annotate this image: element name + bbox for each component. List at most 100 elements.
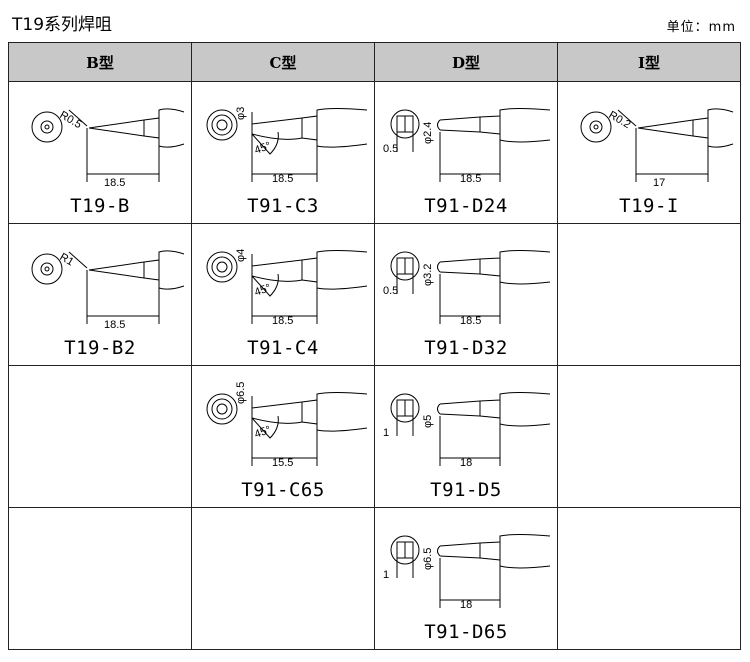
length-label: 18.5 (272, 315, 293, 327)
end-view-circle (589, 120, 603, 134)
tip-drawing: 0.5 18.5 φ2.4 (383, 108, 551, 185)
tip-drawing: 0.518.5φ3.2 (383, 250, 551, 327)
tip-model-name: T19-B2 (64, 337, 136, 359)
angle-label: 45° (253, 282, 273, 299)
tip-drawing: 18.5 R1 (31, 250, 185, 331)
end-view-circle (40, 120, 54, 134)
angle-label: 45° (253, 140, 273, 157)
tip-side-view (88, 250, 185, 290)
column-header-b: B型 (8, 42, 192, 82)
length-label: 18.5 (460, 173, 481, 185)
table-cell (557, 223, 741, 366)
end-view-inner-circle (216, 403, 228, 415)
diameter-label: φ4 (235, 249, 247, 262)
end-view-circle (206, 393, 238, 425)
tip-side-view (439, 108, 551, 143)
end-view-circle (31, 111, 63, 143)
tip-side-view (251, 250, 368, 290)
diameter-label: φ6.5 (235, 382, 247, 404)
end-view-circle (390, 109, 420, 139)
header-row: B型 C型 D型 I型 (8, 42, 741, 82)
tip-side-view (88, 108, 185, 148)
end-view-dot (44, 124, 50, 130)
tip-drawing: 18.5 φ4 45° (206, 249, 368, 327)
tip-side-view (439, 250, 551, 285)
table-cell (191, 507, 375, 650)
tip-model-name: T91-D32 (424, 337, 508, 359)
tip-model-name: T91-C65 (241, 479, 325, 501)
end-view-circle (580, 111, 612, 143)
length-label: 18 (460, 457, 472, 469)
end-view-circle (390, 251, 420, 281)
tip-card: 15.5 φ6.5 45° T91-C65 (192, 366, 374, 507)
end-view-circle (40, 262, 54, 276)
column-header-c: C型 (191, 42, 375, 82)
leader-line (68, 251, 88, 269)
thickness-label: 1 (383, 569, 389, 581)
length-label: 18 (460, 599, 472, 611)
angle-arc (251, 415, 279, 439)
table-cell: 15.5 φ6.5 45° T91-C65 (191, 365, 375, 508)
leader-line (68, 109, 88, 127)
thickness-label: 0.5 (383, 143, 398, 155)
table-cell: 18.5 φ4 45° T91-C4 (191, 223, 375, 366)
table-cell (8, 365, 192, 508)
tip-model-name: T19-I (619, 195, 679, 217)
radius-label: R1 (57, 251, 75, 268)
length-label: 18.5 (104, 319, 125, 331)
tip-side-view (439, 534, 551, 569)
end-view-circle (390, 535, 420, 565)
tip-drawing: 18.5R0.5 (31, 108, 185, 189)
tip-drawing: 18.5 φ3 45° (206, 107, 368, 185)
end-view-dot (593, 124, 599, 130)
angle-arc (251, 273, 279, 297)
tip-side-view (439, 392, 551, 427)
tip-model-name: T19-B (70, 195, 130, 217)
diameter-label: φ3 (235, 107, 247, 120)
angle-arc (251, 131, 279, 155)
length-label: 15.5 (272, 457, 293, 469)
end-view-inner-circle (216, 261, 228, 273)
angle-label: 45° (253, 424, 273, 441)
tip-drawing: 1 18 φ6.5 (383, 534, 551, 611)
tip-model-name: T91-C4 (247, 337, 319, 359)
tip-model-name: T91-D5 (430, 479, 502, 501)
tip-end-curve (437, 545, 441, 557)
page-title: T19系列焊咀 (12, 15, 113, 35)
column-header-d: D型 (374, 42, 558, 82)
tip-side-view (251, 108, 368, 148)
width-label: φ2.4 (422, 122, 434, 144)
end-view-inner-circle (216, 119, 228, 131)
thickness-label: 0.5 (383, 285, 398, 297)
unit-label: 单位：mm (666, 20, 736, 35)
tip-card: 18.5 φ4 45° T91-C4 (192, 224, 374, 365)
end-view-circle (390, 393, 420, 423)
tip-end-curve (437, 119, 441, 131)
end-view-circle (31, 253, 63, 285)
width-label: φ6.5 (422, 548, 434, 570)
width-label: φ3.2 (422, 264, 434, 286)
length-label: 18.5 (272, 173, 293, 185)
end-view-circle (206, 251, 238, 283)
column-header-i: I型 (557, 42, 741, 82)
tip-drawing: 1 18 φ5 (383, 392, 551, 469)
thickness-label: 1 (383, 427, 389, 439)
table-cell (8, 507, 192, 650)
width-label: φ5 (422, 415, 434, 428)
tip-model-name: T91-D65 (424, 621, 508, 643)
